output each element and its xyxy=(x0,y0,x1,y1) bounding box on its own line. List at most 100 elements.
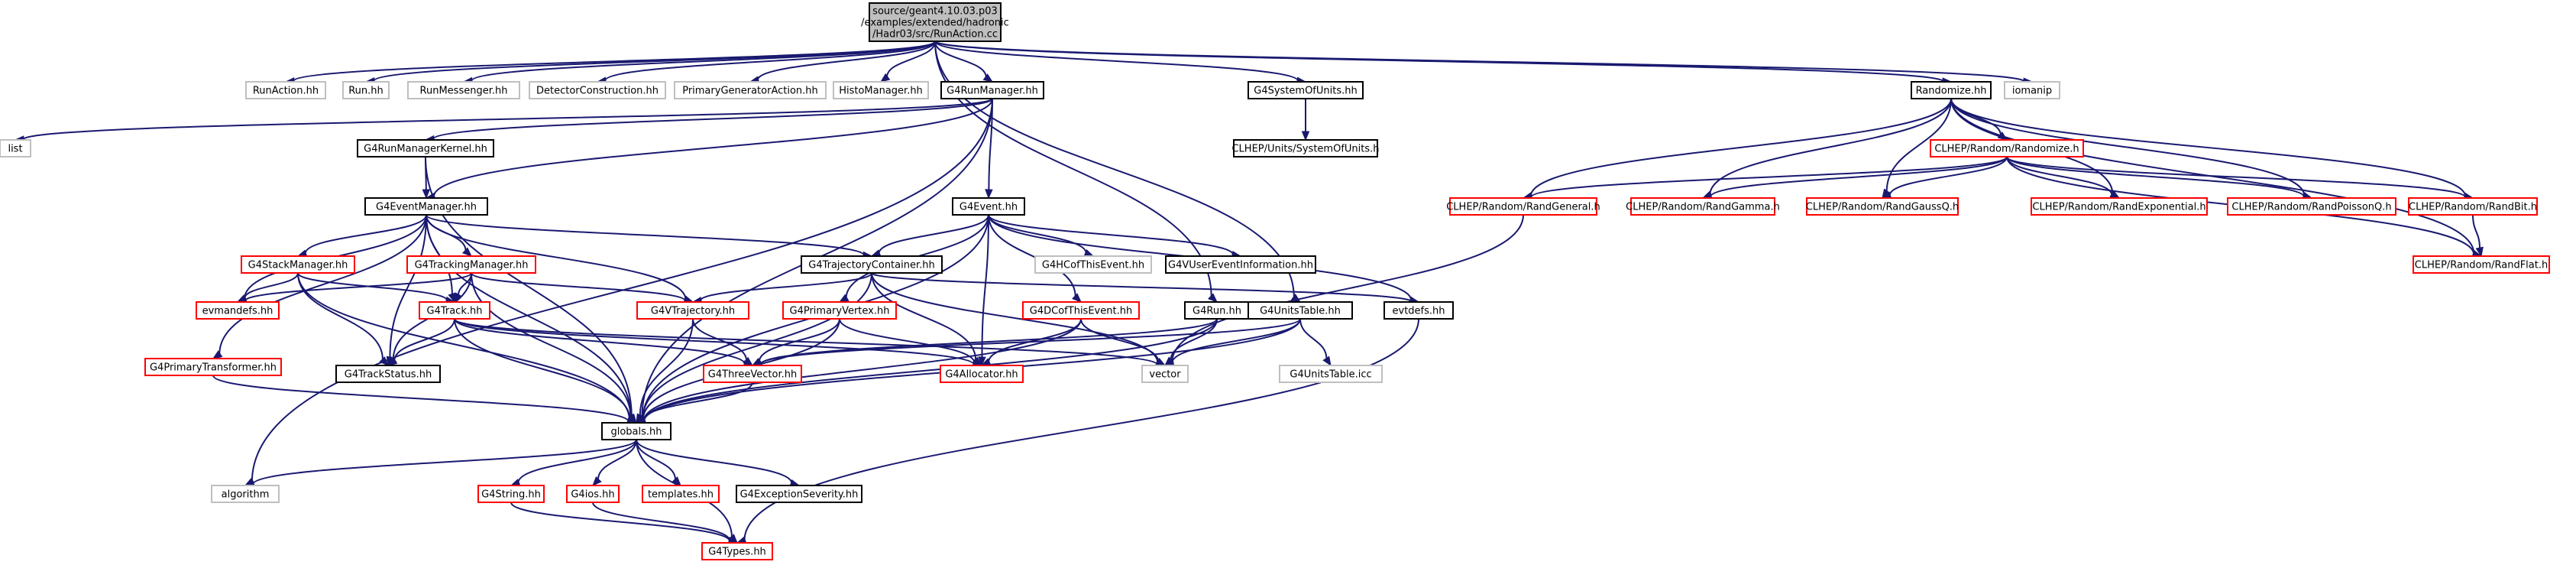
node-box xyxy=(1806,197,1959,216)
node-box xyxy=(2408,197,2538,216)
node-label: source/geant4.10.03.p03 xyxy=(872,6,998,18)
edge-root-to-iomanip xyxy=(934,41,2034,86)
node-g4trackingmanager[interactable]: G4TrackingManager.hh xyxy=(406,255,536,274)
node-g4trackstatus[interactable]: G4TrackStatus.hh xyxy=(335,365,441,383)
node-g4ios[interactable]: G4ios.hh xyxy=(566,485,620,503)
node-run[interactable]: Run.hh xyxy=(342,81,390,99)
node-g4stackmanager[interactable]: G4StackManager.hh xyxy=(241,255,355,274)
edge-arrowhead xyxy=(978,356,986,367)
node-g4vusereventinformation[interactable]: G4VUserEventInformation.hh xyxy=(1165,255,1316,274)
node-box xyxy=(144,358,282,376)
node-clheprandomize[interactable]: CLHEP/Random/Randomize.h xyxy=(1930,139,2084,157)
node-box xyxy=(642,485,720,503)
node-iomanip[interactable]: iomanip xyxy=(2004,81,2060,99)
node-evtdefs[interactable]: evtdefs.hh xyxy=(1383,301,1454,320)
node-box xyxy=(407,81,520,99)
node-g4runmanagerkernel[interactable]: G4RunManagerKernel.hh xyxy=(357,139,494,157)
edge-line xyxy=(1170,318,1218,361)
node-g4trajectorycontainer[interactable]: G4TrajectoryContainer.hh xyxy=(801,255,943,274)
node-histomanager[interactable]: HistoManager.hh xyxy=(833,81,929,99)
node-g4primarytransformer[interactable]: G4PrimaryTransformer.hh xyxy=(144,358,282,376)
edge-g4systemofunits-to-clhepsou xyxy=(1301,99,1310,141)
edge-line xyxy=(1529,156,2008,199)
node-g4primaryvertex[interactable]: G4PrimaryVertex.hh xyxy=(782,301,897,320)
node-g4hcofthisevent[interactable]: G4HCofThisEvent.hh xyxy=(1034,255,1152,274)
node-box xyxy=(952,197,1025,216)
edge-line xyxy=(839,318,976,364)
node-box xyxy=(674,81,827,99)
edge-g4eventmanager-to-g4trajectorycontainer xyxy=(426,214,873,260)
node-label: templates.hh xyxy=(648,489,714,501)
node-label: globals.hh xyxy=(610,427,662,438)
node-runmessenger[interactable]: RunMessenger.hh xyxy=(407,81,520,99)
node-g4event[interactable]: G4Event.hh xyxy=(952,197,1025,216)
node-randflat[interactable]: CLHEP/Random/RandFlat.h xyxy=(2413,255,2550,274)
node-runaction[interactable]: RunAction.hh xyxy=(245,81,326,99)
node-algorithm[interactable]: algorithm xyxy=(211,485,280,503)
node-clhepsou[interactable]: CLHEP/Units/SystemOfUnits.h xyxy=(1231,139,1380,157)
node-vector[interactable]: vector xyxy=(1141,365,1189,383)
edge-line xyxy=(756,41,936,81)
edge-line xyxy=(988,214,1076,297)
node-randomize[interactable]: Randomize.hh xyxy=(1911,81,1992,99)
edge-line xyxy=(934,41,2026,83)
node-box xyxy=(1165,255,1316,274)
node-label: iomanip xyxy=(2012,86,2052,97)
edge-line xyxy=(21,98,993,141)
node-label: G4EventManager.hh xyxy=(376,202,477,213)
node-g4exceptionseverity[interactable]: G4ExceptionSeverity.hh xyxy=(736,485,862,503)
node-evmandefs[interactable]: evmandefs.hh xyxy=(196,301,280,320)
node-box xyxy=(1233,139,1378,157)
node-g4eventmanager[interactable]: G4EventManager.hh xyxy=(364,197,488,216)
node-randpoissonq[interactable]: CLHEP/Random/RandPoissonQ.h xyxy=(2227,197,2396,216)
node-label: G4Types.hh xyxy=(708,547,766,558)
node-randgamma[interactable]: CLHEP/Random/RandGamma.h xyxy=(1626,197,1780,216)
edge-g4stackmanager-to-g4trackstatus xyxy=(297,272,389,366)
edge-line xyxy=(425,156,633,417)
edge-arrowhead xyxy=(1072,293,1082,303)
node-box xyxy=(566,485,620,503)
node-label: G4PrimaryVertex.hh xyxy=(790,306,890,317)
edge-line xyxy=(642,318,1218,422)
node-templates[interactable]: templates.hh xyxy=(642,485,720,503)
edge-line xyxy=(692,318,748,361)
node-g4unitstable[interactable]: G4UnitsTable.hh xyxy=(1248,301,1353,320)
node-randgaussq[interactable]: CLHEP/Random/RandGaussQ.h xyxy=(1806,197,1959,216)
node-g4unitstableicc[interactable]: G4UnitsTable.icc xyxy=(1279,365,1383,383)
node-primarygen[interactable]: PrimaryGeneratorAction.hh xyxy=(674,81,827,99)
edge-line xyxy=(642,382,753,421)
node-g4run[interactable]: G4Run.hh xyxy=(1184,301,1250,320)
node-box xyxy=(364,197,488,216)
node-g4threevector[interactable]: G4ThreeVector.hh xyxy=(703,365,802,383)
edge-g4trajectorycontainer-to-evtdefs xyxy=(871,272,1420,306)
node-g4runmanager[interactable]: G4RunManager.hh xyxy=(940,81,1044,99)
node-randbit[interactable]: CLHEP/Random/RandBit.h xyxy=(2408,197,2538,216)
node-root[interactable]: source/geant4.10.03.p03/examples/extende… xyxy=(861,2,1009,42)
node-label: G4RunManagerKernel.hh xyxy=(364,144,487,155)
node-globals[interactable]: globals.hh xyxy=(601,422,672,440)
node-g4systemofunits[interactable]: G4SystemOfUnits.hh xyxy=(1248,81,1364,99)
node-g4track[interactable]: G4Track.hh xyxy=(419,301,490,320)
node-g4string[interactable]: G4String.hh xyxy=(477,485,545,503)
node-box xyxy=(2413,255,2550,274)
node-g4dcofthisevent[interactable]: G4DCofThisEvent.hh xyxy=(1022,301,1140,320)
node-list[interactable]: list xyxy=(0,139,31,157)
edge-line xyxy=(639,318,694,417)
node-randgeneral[interactable]: CLHEP/Random/RandGeneral.h xyxy=(1446,197,1600,216)
node-g4allocator[interactable]: G4Allocator.hh xyxy=(940,365,1024,383)
node-g4types[interactable]: G4Types.hh xyxy=(701,542,773,560)
edge-g4stackmanager-to-g4track xyxy=(297,272,456,305)
node-randexponential[interactable]: CLHEP/Random/RandExponential.h xyxy=(2031,197,2208,216)
node-g4vtrajectory[interactable]: G4VTrajectory.hh xyxy=(636,301,749,320)
node-detector[interactable]: DetectorConstruction.hh xyxy=(529,81,666,99)
edge-arrowhead xyxy=(422,189,431,200)
node-label: G4ExceptionSeverity.hh xyxy=(740,489,859,501)
edge-arrowhead xyxy=(1207,293,1218,303)
node-label: G4HCofThisEvent.hh xyxy=(1042,260,1144,271)
edge-arrowhead xyxy=(879,73,891,83)
node-label: CLHEP/Random/RandGeneral.h xyxy=(1446,202,1600,213)
edges-layer xyxy=(14,41,2484,546)
edge-line xyxy=(759,318,1218,365)
edge-line xyxy=(510,502,731,542)
edge-line xyxy=(878,214,989,254)
